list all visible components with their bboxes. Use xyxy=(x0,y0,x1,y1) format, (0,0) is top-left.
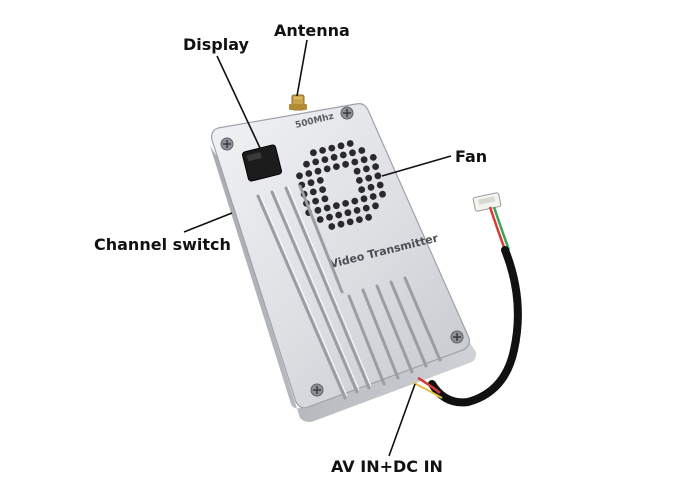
antenna-connector xyxy=(289,94,307,111)
vent-hole xyxy=(342,160,349,168)
vent-hole xyxy=(337,142,345,150)
cable-wire-red xyxy=(488,206,507,251)
left-ribs xyxy=(256,184,372,400)
screw-top-left xyxy=(220,137,234,151)
vent-hole xyxy=(326,213,333,221)
leader-line-display xyxy=(216,55,261,149)
vent-hole xyxy=(358,186,366,194)
right-ribs xyxy=(347,276,442,386)
screw-top-right xyxy=(340,106,354,120)
vent-hole xyxy=(369,154,377,161)
vent-hole xyxy=(367,183,375,191)
vent-hole xyxy=(353,167,361,175)
label-av-dc-in: AV IN+DC IN xyxy=(331,457,443,476)
cable-wire-yellow-bottom xyxy=(413,382,443,399)
vent-hole xyxy=(372,163,379,171)
vent-hole xyxy=(346,140,354,147)
label-channel-switch: Channel switch xyxy=(94,235,231,254)
vent-hole xyxy=(307,179,315,187)
vent-hole xyxy=(349,149,356,157)
screw-bottom-right xyxy=(450,330,464,344)
vent-hole xyxy=(339,151,347,159)
vent-hole xyxy=(351,197,359,205)
vent-hole xyxy=(369,193,377,200)
fan-vent-grid xyxy=(296,140,386,230)
vent-hole xyxy=(305,170,313,177)
leader-line-fan xyxy=(381,155,452,177)
vent-hole xyxy=(314,167,322,175)
vent-hole xyxy=(365,213,372,221)
leader-line-antenna xyxy=(296,39,308,97)
leader-line-channel-switch xyxy=(183,212,233,233)
vent-hole xyxy=(330,153,338,161)
vent-hole xyxy=(323,165,331,173)
vent-hole xyxy=(353,207,361,214)
vent-hole xyxy=(309,188,317,196)
vent-hole xyxy=(310,149,317,157)
vent-hole xyxy=(323,204,331,212)
vent-hole xyxy=(296,172,303,180)
vent-hole xyxy=(360,156,368,164)
vent-hole xyxy=(314,206,322,214)
vent-hole xyxy=(321,156,329,164)
vent-hole xyxy=(316,177,324,184)
vent-hole xyxy=(351,158,359,166)
vent-hole xyxy=(379,190,386,198)
vent-hole xyxy=(333,163,340,171)
label-fan: Fan xyxy=(455,147,488,166)
vent-hole xyxy=(363,165,370,173)
device-edge xyxy=(210,146,477,422)
vent-hole xyxy=(344,209,352,217)
display-screen xyxy=(242,144,282,182)
vent-hole xyxy=(360,195,368,203)
vent-hole xyxy=(335,211,343,219)
vent-hole xyxy=(312,158,320,166)
vent-hole xyxy=(356,216,363,224)
label-display: Display xyxy=(183,35,249,54)
vent-hole xyxy=(342,200,349,207)
cable-black xyxy=(428,246,522,407)
vent-hole xyxy=(328,144,336,152)
cable-connector xyxy=(472,192,502,212)
vent-hole xyxy=(321,195,329,203)
vent-hole xyxy=(356,177,363,184)
vent-hole xyxy=(374,172,382,180)
vent-hole xyxy=(346,218,354,226)
vent-hole xyxy=(372,202,379,210)
vent-hole xyxy=(319,186,326,194)
vent-hole xyxy=(333,202,340,210)
cable-wire-green xyxy=(492,206,511,251)
vent-hole xyxy=(328,223,336,230)
cable-wire-red-bottom xyxy=(417,376,441,394)
vent-hole xyxy=(362,204,370,212)
vent-hole xyxy=(358,147,366,154)
vent-hole xyxy=(303,160,310,168)
vent-hole xyxy=(376,181,384,189)
leader-line-av-dc-in xyxy=(388,383,416,457)
vent-hole xyxy=(337,220,345,228)
screw-bottom-left xyxy=(310,383,324,397)
vent-hole xyxy=(316,216,324,223)
vent-hole xyxy=(312,197,319,205)
device-body xyxy=(211,103,470,409)
vent-hole xyxy=(365,174,373,182)
vent-hole xyxy=(319,147,326,154)
label-antenna: Antenna xyxy=(274,21,350,40)
